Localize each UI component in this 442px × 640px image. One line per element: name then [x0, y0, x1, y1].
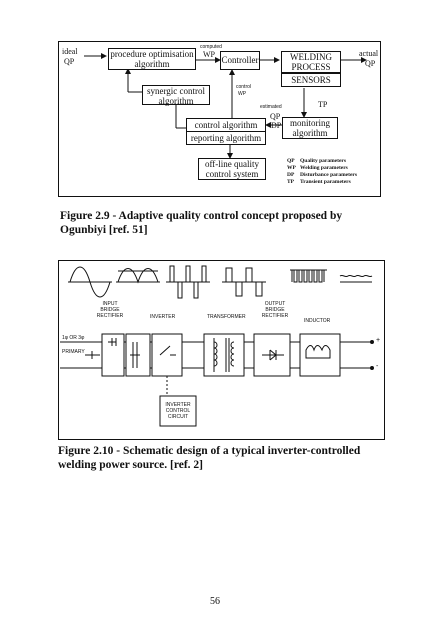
welding-line2: PROCESS: [291, 62, 331, 72]
positive-terminal-icon: [370, 340, 374, 344]
synergic-line1: synergic control: [146, 86, 206, 96]
transformer-block: [203, 333, 245, 377]
offline-line2: control system: [205, 169, 259, 179]
minus-label: -: [376, 363, 379, 370]
monitoring-line1: monitoring: [290, 118, 330, 128]
procedure-optimisation-box: procedure optimisation algorithm: [108, 48, 196, 70]
reporting-algorithm-box: reporting algorithm: [186, 131, 266, 145]
control-algorithm-label: control algorithm: [194, 120, 258, 130]
estimated-qp-label: QP: [270, 112, 281, 121]
inductor-label: INDUCTOR: [304, 318, 331, 324]
offline-quality-box: off-line quality control system: [198, 158, 266, 180]
phase-label: 1φ OR 3φ: [62, 335, 85, 341]
procedure-line1: procedure optimisation: [110, 49, 194, 59]
reporting-algorithm-label: reporting algorithm: [190, 133, 262, 143]
figure-2-10-frame: [58, 260, 385, 440]
sensors-box: SENSORS: [281, 73, 341, 87]
waveform-rectified-pulses: [291, 269, 325, 283]
welding-line1: WELDING: [290, 52, 332, 62]
inverter-control-block: [159, 395, 197, 427]
plus-label: +: [376, 337, 381, 344]
inductor-block: [299, 333, 341, 377]
inverter-label: INVERTER: [150, 314, 176, 320]
estimated-dp-label: DP: [271, 121, 282, 130]
monitoring-algorithm-box: monitoring algorithm: [282, 117, 338, 139]
input-rectifier-block: [101, 333, 125, 377]
figure-2-9-caption: Figure 2.9 - Adaptive quality control co…: [60, 210, 343, 236]
actual-qp-label: QP: [365, 59, 376, 68]
negative-terminal-icon: [370, 366, 374, 370]
figure-2-10-caption: Figure 2.10 - Schematic design of a typi…: [58, 445, 361, 471]
transformer-label: TRANSFORMER: [207, 314, 246, 320]
inverter-block: [151, 333, 183, 377]
offline-line1: off-line quality: [204, 159, 260, 169]
monitoring-line2: algorithm: [292, 128, 328, 138]
synergic-control-box: synergic control algorithm: [142, 85, 210, 106]
procedure-line2: algorithm: [134, 59, 170, 69]
controller-label: Controller: [221, 55, 259, 65]
sensors-label: SENSORS: [291, 75, 331, 85]
tp-label: TP: [318, 100, 328, 109]
waveform-dc: [339, 274, 373, 278]
actual-label: actual: [359, 49, 379, 58]
ideal-label: ideal: [62, 47, 78, 56]
computed-label: computed: [200, 44, 222, 50]
figure-2-9-frame: [58, 41, 381, 197]
estimated-label: estimated: [260, 104, 282, 110]
ideal-qp-label: QP: [64, 57, 75, 66]
computed-wp-label: WP: [203, 50, 215, 59]
synergic-line2: algorithm: [158, 96, 194, 106]
control-wp-label-1: control: [236, 84, 252, 90]
control-wp-label-2: WP: [238, 91, 247, 97]
welding-process-box: WELDING PROCESS: [281, 51, 341, 73]
primary-label: PRIMARY: [62, 349, 85, 355]
controller-box: Controller: [220, 51, 260, 70]
page-number: 56: [210, 596, 220, 607]
